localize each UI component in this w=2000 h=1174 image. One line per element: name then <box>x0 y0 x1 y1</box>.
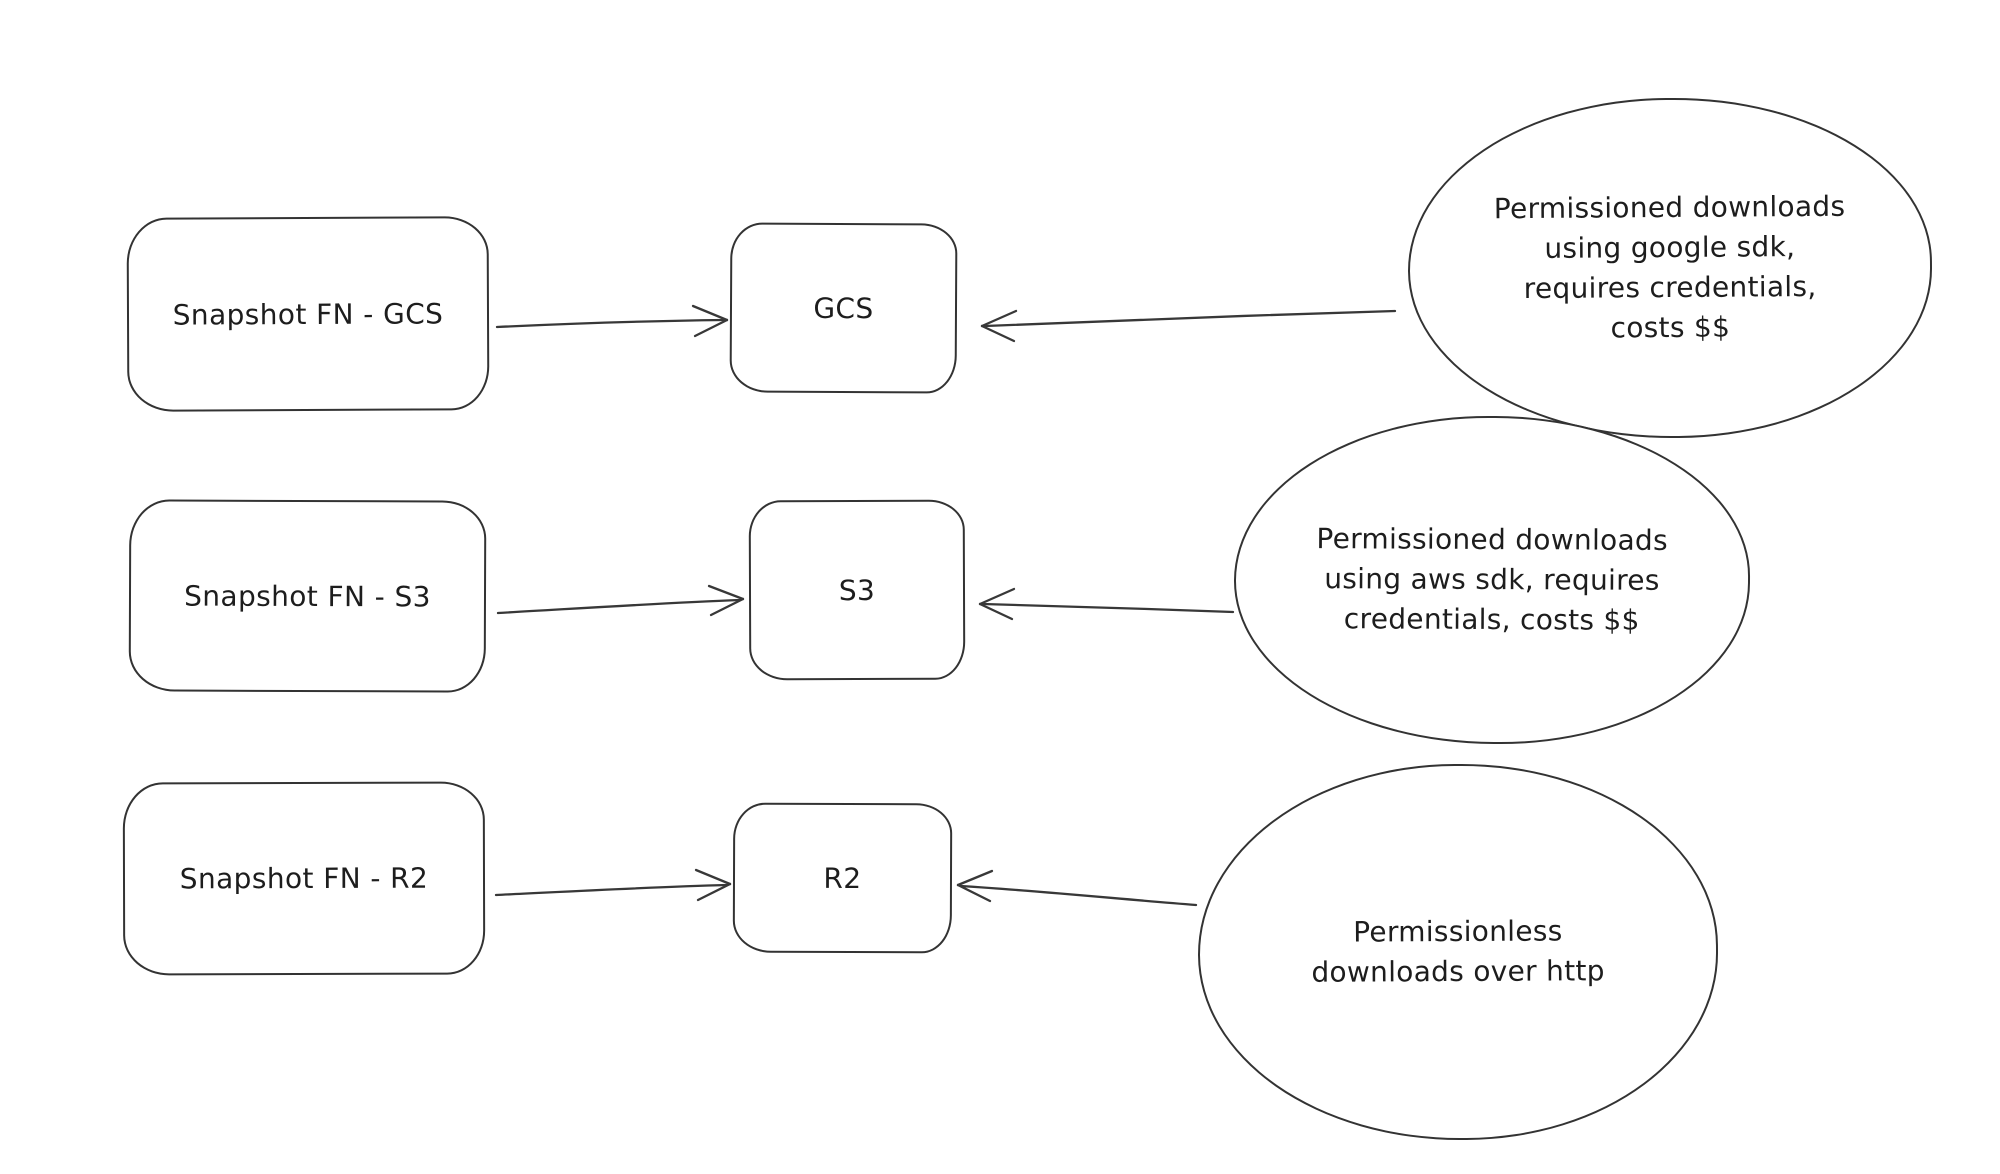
arrow-note-s3-to-s3 <box>978 587 1235 621</box>
note-gcs-downloads-text: Permissioned downloads using google sdk,… <box>1468 187 1873 350</box>
node-snapshot-fn-s3-label: Snapshot FN - S3 <box>184 579 431 613</box>
node-r2: R2 <box>732 802 953 954</box>
arrow-note-gcs-to-gcs <box>980 309 1397 343</box>
note-line: Permissioned downloads <box>1316 522 1669 557</box>
node-gcs: GCS <box>729 222 958 394</box>
node-snapshot-fn-s3: Snapshot FN - S3 <box>128 499 487 693</box>
node-s3: S3 <box>748 499 966 681</box>
node-snapshot-fn-gcs-label: Snapshot FN - GCS <box>172 296 444 332</box>
note-r2-downloads: Permissionless downloads over http <box>1197 762 1719 1142</box>
arrow-snapshot-s3-to-s3 <box>496 584 745 617</box>
node-snapshot-fn-r2-label: Snapshot FN - R2 <box>179 861 429 896</box>
note-r2-downloads-text: Permissionless downloads over http <box>1285 911 1631 993</box>
node-r2-label: R2 <box>823 861 862 895</box>
node-gcs-label: GCS <box>813 291 874 325</box>
note-line: requires credentials, <box>1523 269 1817 306</box>
note-line: Permissionless <box>1353 914 1563 949</box>
node-snapshot-fn-r2: Snapshot FN - R2 <box>122 781 486 976</box>
note-gcs-downloads: Permissioned downloads using google sdk,… <box>1406 96 1934 440</box>
note-line: credentials, costs $$ <box>1343 602 1640 637</box>
node-s3-label: S3 <box>838 573 876 607</box>
note-line: using google sdk, <box>1544 230 1796 265</box>
note-s3-downloads: Permissioned downloads using aws sdk, re… <box>1233 414 1751 746</box>
note-s3-downloads-text: Permissioned downloads using aws sdk, re… <box>1290 519 1694 641</box>
note-line: costs $$ <box>1610 310 1731 345</box>
node-snapshot-fn-gcs: Snapshot FN - GCS <box>126 216 490 412</box>
arrow-snapshot-gcs-to-gcs <box>495 304 729 338</box>
note-line: using aws sdk, requires <box>1324 562 1660 597</box>
arrow-note-r2-to-r2 <box>956 869 1198 907</box>
note-line: Permissioned downloads <box>1493 189 1846 226</box>
note-line: downloads over http <box>1311 954 1605 989</box>
arrow-snapshot-r2-to-r2 <box>494 868 732 902</box>
